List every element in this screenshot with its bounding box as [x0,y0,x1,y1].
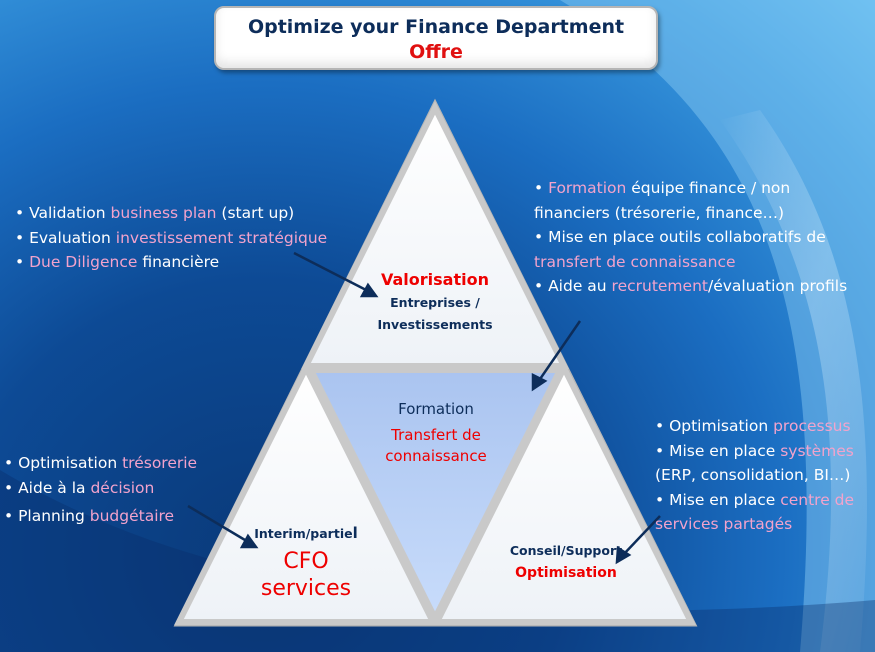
arrow-bottom-left [187,504,259,549]
bullet-formation: • Formation équipe finance / non [534,179,791,197]
formation-sub-1: Transfert de [391,426,481,444]
arrow-top-right [531,320,582,392]
valorisation-sub-1: Entreprises / [390,295,480,310]
bullet-decision: • Aide à la décision [4,478,155,497]
bullet-evaluation: • Evaluation investissement stratégique [15,228,328,247]
right-triangle-label: Conseil/Support Optimisation [496,541,636,585]
conseil-support-label: Conseil/Support [509,543,623,558]
title-box: Optimize your Finance Department Offre [214,6,658,70]
bullets-bottom-left: • Optimisation trésorerie • Aide à la dé… [4,451,197,529]
page-subtitle: Offre [409,41,463,63]
arrow-bottom-right [615,515,661,565]
center-triangle-label: Formation Transfert de connaissance [356,397,516,467]
left-triangle-label: Interim/partiel CFO services [236,522,376,602]
bullet-recrutement: • Aide au recrutement/évaluation profils [534,277,848,295]
interim-label: Interim/partiel [236,522,376,545]
bullets-bottom-right: • Optimisation processus • Mise en place… [655,414,854,537]
bullets-top-right: • Formation équipe finance / non financi… [534,176,847,299]
top-triangle [301,101,569,369]
services-label: services [260,576,352,601]
optimisation-title: Optimisation [515,565,617,581]
bullet-systemes: • Mise en place systèmes [655,441,854,460]
valorisation-title: Valorisation [381,270,489,289]
center-triangle [306,367,565,625]
formation-sub-2: connaissance [385,447,487,465]
interim-text: Interim/partie [254,526,353,541]
bullet-tresorerie: • Optimisation trésorerie [4,454,198,472]
bullet-budgetaire: • Planning budgétaire [4,507,175,525]
interim-text-end: l [352,524,358,542]
bullet-validation: • Validation business plan (start up) [15,204,295,222]
page-title: Optimize your Finance Department [247,16,625,38]
bullet-centre: • Mise en place centre de [655,490,855,509]
bullet-formation-cont: financiers (trésorerie, finance…) [534,203,785,222]
bullet-due-diligence: • Due Diligence financière [15,253,220,271]
cfo-label: CFO [283,549,329,574]
formation-title: Formation [398,400,474,418]
bullet-processus: • Optimisation processus [655,417,851,435]
bullet-outils-cont: transfert de connaissance [534,252,736,271]
bullets-top-left: • Validation business plan (start up) • … [15,201,327,275]
valorisation-sub-2: Investissements [377,317,493,332]
bullet-centre-cont: services partagés [655,515,793,533]
bullet-systemes-cont: (ERP, consolidation, BI…) [655,466,851,484]
right-triangle [432,361,696,625]
arrow-top-left [293,251,379,298]
bullet-outils: • Mise en place outils collaboratifs de [534,228,826,246]
left-triangle [174,361,438,625]
top-triangle-label: Valorisation Entreprises / Investissemen… [355,268,515,336]
